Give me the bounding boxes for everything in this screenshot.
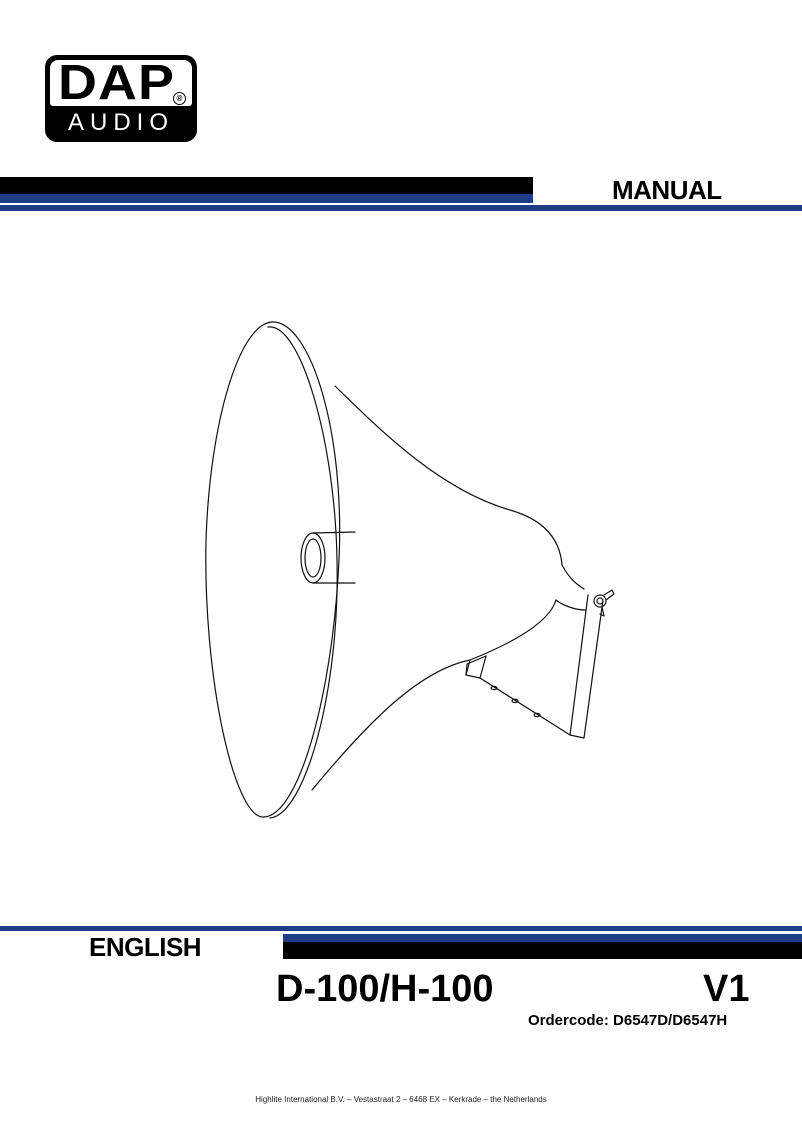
horn-speaker-illustration	[205, 321, 615, 819]
product-model: D-100/H-100	[276, 968, 494, 1010]
header-band-blue	[0, 194, 533, 203]
manual-title: MANUAL	[612, 175, 722, 205]
language-label: ENGLISH	[89, 932, 202, 962]
logo-dap-text: DAP	[58, 56, 176, 110]
footer-band-blue	[283, 934, 802, 942]
dap-audio-logo: DAP ® AUDIO	[45, 55, 197, 142]
header-rule-blue	[0, 205, 802, 211]
header-band-black	[0, 177, 533, 194]
product-ordercode: Ordercode: D6547D/D6547H	[528, 1012, 728, 1029]
logo-audio-text: AUDIO	[67, 109, 174, 136]
company-address: Highlite International B.V. – Vestastraa…	[255, 1095, 547, 1104]
product-version: V1	[703, 968, 750, 1010]
footer-rule-blue	[0, 926, 802, 931]
footer-band-black	[283, 942, 802, 959]
registered-mark-icon: ®	[173, 92, 186, 105]
logo-top-panel: DAP ®	[50, 56, 192, 110]
